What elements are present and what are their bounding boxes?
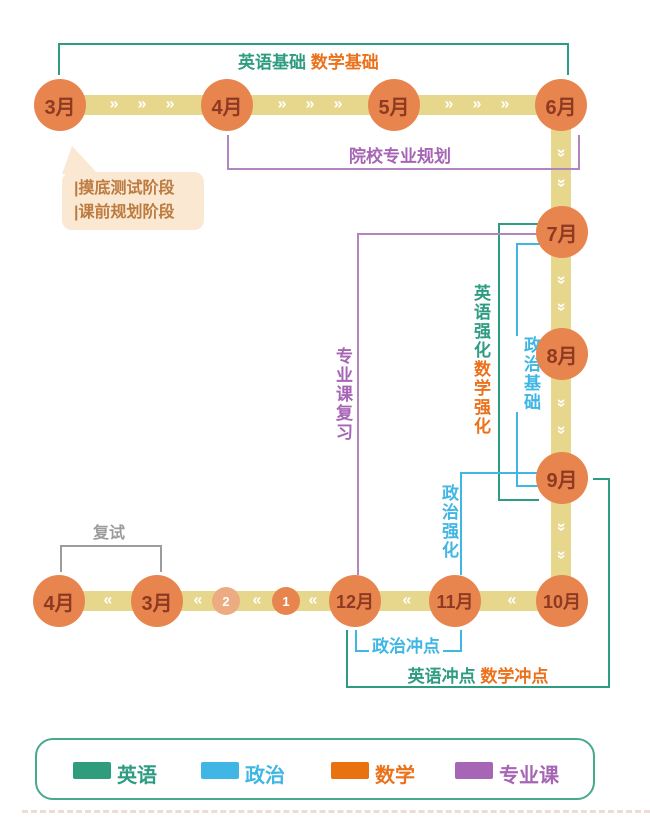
retest-bracket: [60, 545, 162, 572]
sprint-phase-label: 英语冲点 数学冲点: [358, 662, 598, 687]
sprint-phase-bracket: [346, 630, 610, 688]
chevron-left-icon: «: [103, 591, 113, 609]
month-node-jun: 6月: [535, 79, 587, 131]
legend-swatch-math: [331, 762, 369, 779]
stage-callout: |摸底测试阶段 |课前规划阶段: [62, 172, 204, 230]
math-basic-label: 数学基础: [310, 53, 379, 72]
month-node-aug: 8月: [536, 328, 588, 380]
major-review-bracket: [357, 233, 537, 575]
math-sprint-label: 数学冲点: [480, 667, 549, 686]
legend-swatch-major: [455, 762, 493, 779]
basics-phase-bracket: [58, 43, 569, 75]
major-course-review-label: 专业课复习: [333, 347, 352, 442]
english-intensive-label: 英语强化: [471, 284, 490, 360]
callout-line-1: |摸底测试阶段: [74, 180, 175, 197]
chevron-right-icon: »: [165, 95, 175, 113]
chevron-left-icon: «: [402, 591, 412, 609]
chevron-down-icon: »: [553, 275, 570, 285]
callout-line-2: |课前规划阶段: [74, 204, 175, 221]
english-basic-label: 英语基础: [238, 53, 306, 72]
month-node-mar: 3月: [34, 79, 86, 131]
torn-edge-divider: [22, 810, 650, 813]
english-sprint-label: 英语冲点: [407, 667, 476, 686]
chevron-down-icon: »: [553, 425, 570, 435]
month-node-mar-next: 3月: [131, 575, 183, 627]
chevron-right-icon: »: [137, 95, 147, 113]
chevron-right-icon: »: [109, 95, 119, 113]
chevron-left-icon: «: [507, 591, 517, 609]
retest-label: 复试: [92, 525, 125, 542]
sprint-phase-bracket-right: [593, 478, 610, 688]
month-node-oct: 10月: [536, 575, 588, 627]
chevron-left-icon: «: [193, 591, 203, 609]
timeline-track-top: [60, 95, 561, 115]
legend-label-politics: 政治: [245, 765, 285, 787]
chevron-right-icon: »: [277, 95, 287, 113]
chevron-down-icon: »: [553, 302, 570, 312]
chevron-left-icon: «: [252, 591, 262, 609]
politics-sprint-text: 政治冲点: [369, 637, 443, 656]
legend-label-english: 英语: [117, 765, 157, 787]
month-node-feb: 2: [212, 587, 240, 615]
chevron-right-icon: »: [333, 95, 343, 113]
month-node-jan: 1: [272, 587, 300, 615]
basics-phase-label: 英语基础 数学基础: [238, 48, 379, 73]
chevron-right-icon: »: [500, 95, 510, 113]
math-intensive-label: 数学强化: [471, 360, 490, 436]
politics-sprint-label: 政治冲点: [356, 632, 456, 657]
legend-swatch-english: [73, 762, 111, 779]
intensive-phase-bracket: [498, 223, 539, 501]
chevron-right-icon: »: [472, 95, 482, 113]
chevron-down-icon: »: [553, 550, 570, 560]
legend-label-major: 专业课: [499, 765, 559, 787]
chevron-down-icon: »: [553, 522, 570, 532]
chevron-down-icon: »: [553, 148, 570, 158]
chevron-down-icon: »: [553, 398, 570, 408]
politics-intensive-label: 政治强化: [439, 484, 458, 560]
chevron-right-icon: »: [444, 95, 454, 113]
month-node-apr: 4月: [201, 79, 253, 131]
month-node-sep: 9月: [536, 452, 588, 504]
legend-label-math: 数学: [375, 765, 415, 787]
month-node-nov: 11月: [429, 575, 481, 627]
legend-box: [35, 738, 595, 800]
school-major-planning-label: 院校专业规划: [349, 147, 451, 166]
chevron-right-icon: »: [305, 95, 315, 113]
month-node-apr-next: 4月: [33, 575, 85, 627]
planning-phase-bracket: [227, 135, 580, 170]
month-node-may: 5月: [368, 79, 420, 131]
legend-swatch-politics: [201, 762, 239, 779]
callout-tail: [62, 146, 98, 174]
month-node-dec: 12月: [329, 575, 381, 627]
chevron-left-icon: «: [308, 591, 318, 609]
month-node-jul: 7月: [536, 206, 588, 258]
politics-intensive-bracket: [460, 472, 537, 575]
chevron-down-icon: »: [553, 178, 570, 188]
